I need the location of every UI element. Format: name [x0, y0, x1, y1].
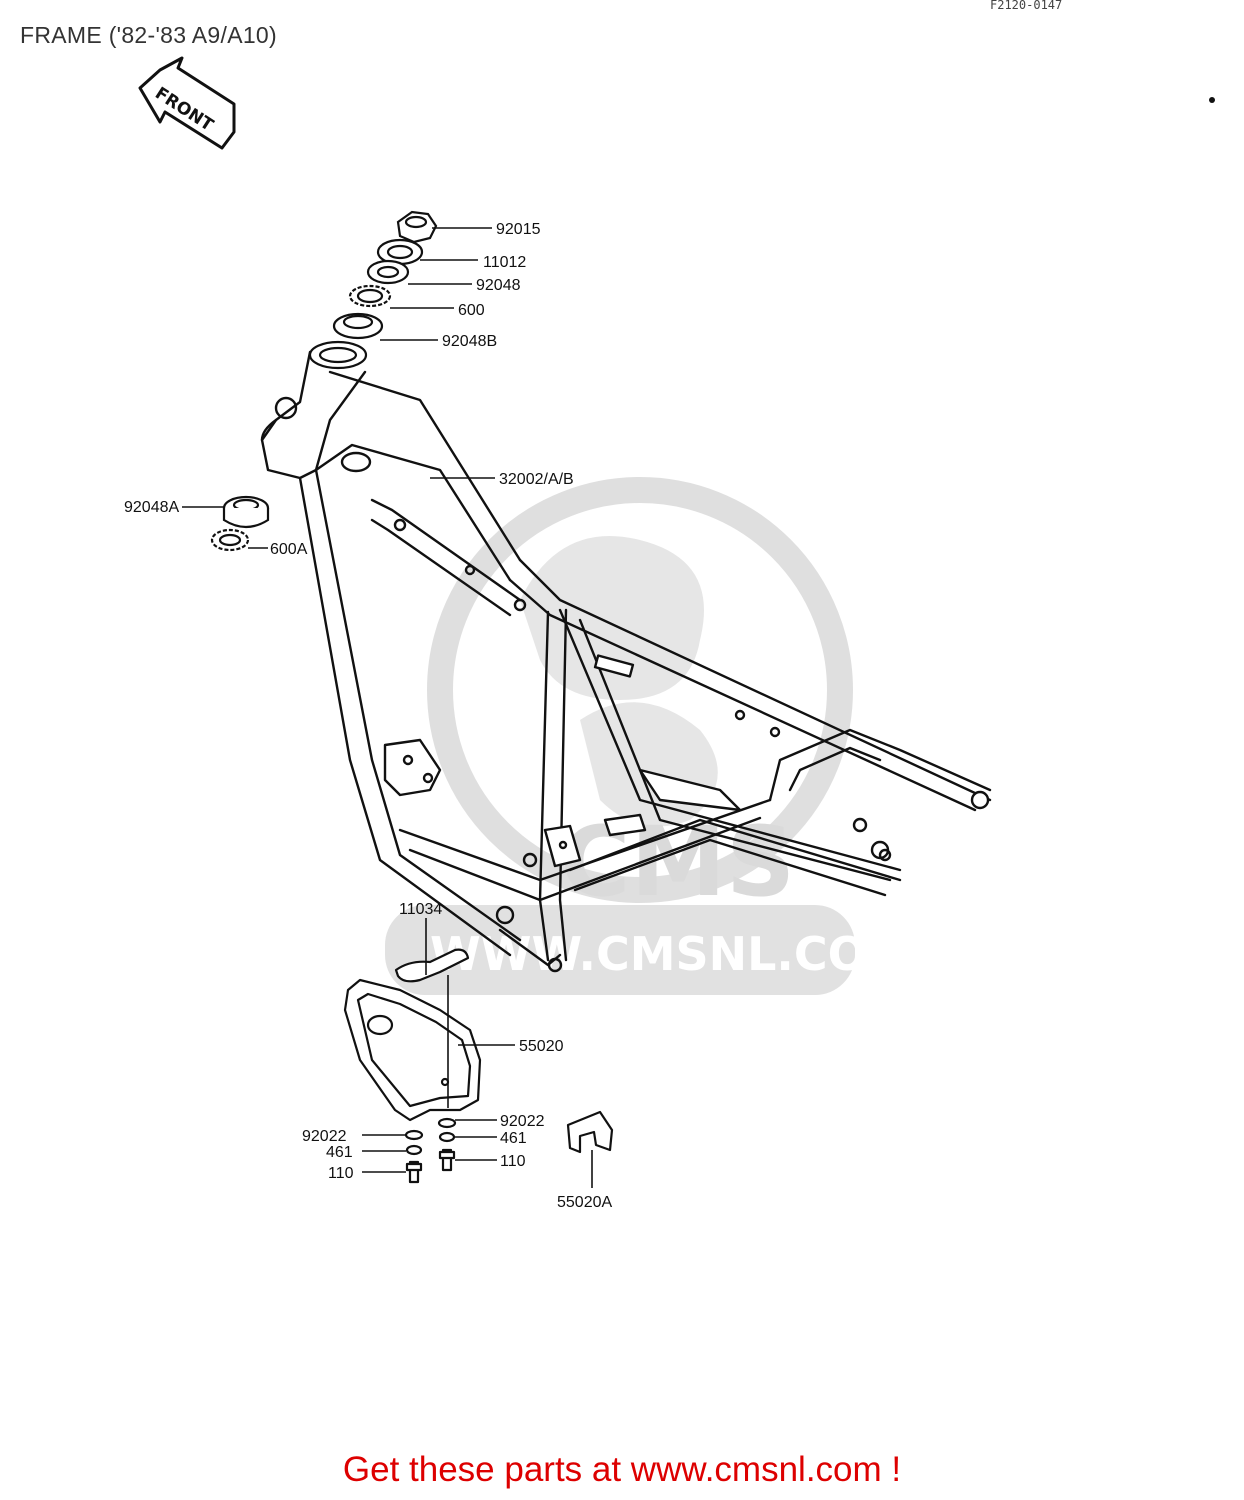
- callout-92022-left: 92022: [302, 1128, 347, 1145]
- promo-banner[interactable]: Get these parts at www.cmsnl.com !: [0, 1450, 1244, 1490]
- scan-artifact-dot: [1209, 97, 1215, 103]
- callout-11034: 11034: [399, 901, 442, 918]
- callout-55020: 55020: [519, 1038, 564, 1055]
- callout-labels: 92015 11012 92048 600 92048B 32002/A/B 9…: [124, 221, 612, 1211]
- callout-92015: 92015: [496, 221, 541, 238]
- page-title: FRAME ('82-'83 A9/A10): [20, 22, 277, 48]
- frame-body: [260, 350, 992, 973]
- callout-32002-a-b: 32002/A/B: [499, 471, 574, 488]
- callout-110-right: 110: [500, 1153, 526, 1170]
- watermark-url-text: WWW.CMSNL.COM: [430, 927, 913, 981]
- callout-55020A: 55020A: [557, 1194, 612, 1211]
- callout-461-left: 461: [326, 1144, 353, 1161]
- callout-11012: 11012: [483, 254, 526, 271]
- leader-lines: [182, 227, 593, 1188]
- callout-600A: 600A: [270, 541, 308, 558]
- front-arrow-icon: FRONT: [138, 56, 236, 150]
- skid-plate-parts: [343, 948, 614, 1184]
- callout-461-right: 461: [500, 1130, 527, 1147]
- callout-600: 600: [458, 302, 485, 319]
- callout-92048A: 92048A: [124, 499, 179, 516]
- diagram-reference-code: F2120-0147: [990, 0, 1063, 12]
- callout-92022-right: 92022: [500, 1113, 545, 1130]
- steering-bearing-stack: [308, 210, 438, 370]
- parts-diagram: CMS WWW.CMSNL.COM FRONT: [124, 56, 1215, 1211]
- promo-link[interactable]: Get these parts at www.cmsnl.com !: [342, 1450, 902, 1489]
- watermark-logo: CMS WWW.CMSNL.COM: [385, 477, 913, 995]
- callout-110-left: 110: [328, 1165, 354, 1182]
- callout-92048: 92048: [476, 277, 521, 294]
- callout-92048B: 92048B: [442, 333, 497, 350]
- lower-bearing-parts: [210, 495, 270, 552]
